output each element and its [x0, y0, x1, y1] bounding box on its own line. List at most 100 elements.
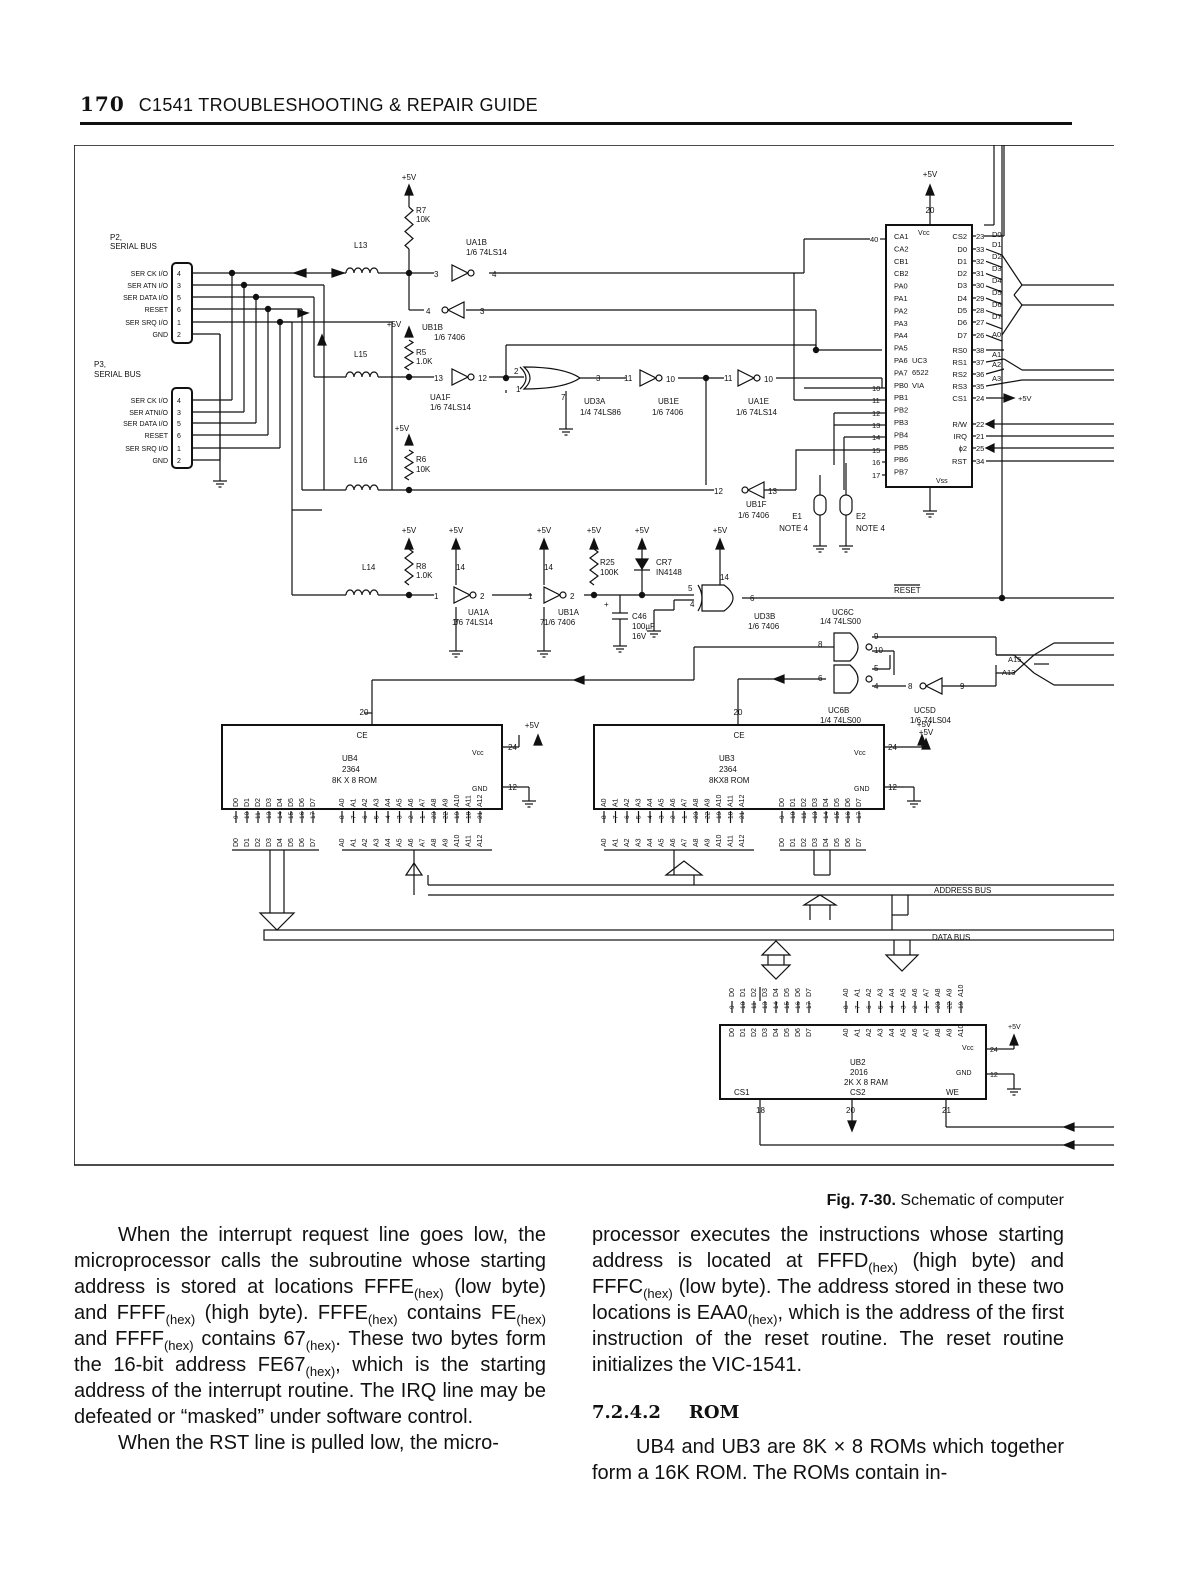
uc3-via: VIA — [912, 381, 924, 390]
uc3-pin-name: ϕ2 — [959, 444, 967, 453]
uc3-pin-number: 22 — [976, 420, 984, 429]
ub2-data-pin-name: D6 — [795, 988, 802, 997]
l16-label: L16 — [354, 456, 368, 465]
inverter-bubble — [655, 374, 663, 382]
vcc-label: Vcc — [918, 230, 930, 237]
pin-label: 14 — [720, 573, 729, 582]
p2-label: P2, — [110, 233, 122, 242]
uc3-pin-number: 33 — [976, 245, 984, 254]
ub2-addr-bus-tap: A9 — [947, 1028, 954, 1037]
l13-label: L13 — [354, 241, 368, 250]
ub4-addr-pin-name: A5 — [397, 798, 404, 807]
pin-label: 1 — [516, 385, 521, 394]
ub3-data-bus-tap: D1 — [790, 838, 797, 847]
ub4-addr-pin-number: 2 — [408, 815, 415, 819]
p3-pin-name: SER CK I/O — [131, 398, 169, 405]
bus-signal-label: A0 — [992, 330, 1001, 339]
ub3-addr-pin-name: A6 — [670, 798, 677, 807]
arrow-right — [297, 309, 310, 318]
junction-dot — [998, 594, 1006, 602]
uc3-pin-name: RS0 — [952, 346, 967, 355]
rom-part-label: 2364 — [342, 765, 360, 774]
ub3-addr-pin-name: A2 — [624, 798, 631, 807]
ub4-addr-pin-number: 4 — [385, 815, 392, 819]
inductor-symbol — [345, 267, 379, 274]
bus-signal-label: D6 — [992, 300, 1002, 309]
ub2-data-pin-name: D3 — [762, 988, 769, 997]
ub3-addr-pin-name: A4 — [647, 798, 654, 807]
ua1b-type: 1/6 74LS14 — [466, 248, 507, 257]
ub3-addr-bus-tap: A3 — [636, 838, 643, 847]
ub2-data-pin-name: D2 — [751, 988, 758, 997]
ub2-data-pin-name: D7 — [806, 988, 813, 997]
ub2-addr-bus-tap: A4 — [889, 1028, 896, 1037]
uc3-pin-name: PB3 — [894, 418, 908, 427]
pin-label: 4 — [492, 270, 497, 279]
ub4-data-pin-number: 15 — [288, 811, 295, 819]
ub3-addr-bus-tap: A11 — [728, 835, 735, 847]
uc3-pin-number: 12 — [872, 409, 880, 418]
supply-arrow — [533, 733, 543, 746]
pin-label: 20 — [734, 708, 743, 717]
inverter-bubble — [441, 306, 449, 314]
ub4-addr-bus-tap: A6 — [408, 838, 415, 847]
pin-label: 12 — [990, 1072, 998, 1079]
ub2-addr-bus-tap: A5 — [901, 1028, 908, 1037]
pin-label: 11 — [624, 374, 633, 383]
uc3-pin-number: 23 — [976, 232, 984, 241]
bus-arrow — [258, 912, 296, 931]
ub3-addr-bus-tap: A8 — [693, 838, 700, 847]
r6-label: R6 — [416, 455, 427, 464]
inverter-bubble — [919, 682, 927, 690]
ua1e-inverter — [737, 369, 756, 387]
ub4-addr-pin-number: 6 — [362, 815, 369, 819]
address-bus-label: ADDRESS BUS — [934, 886, 991, 895]
ub2-data-bus-tap: D5 — [784, 1028, 791, 1037]
ub4-addr-pin-name: A8 — [431, 798, 438, 807]
ub3-addr-bus-tap: A5 — [659, 838, 666, 847]
ub2-addr-pin-name: A1 — [855, 988, 862, 997]
p3-pin-name: SER DATA I/O — [123, 421, 168, 428]
uc3-pin-number: 34 — [976, 457, 984, 466]
we-label: WE — [946, 1088, 959, 1097]
ub3-data-pin-number: 11 — [801, 812, 808, 819]
ub4-addr-bus-tap: A12 — [477, 834, 484, 847]
pin-label: 12 — [888, 783, 897, 792]
ub2-addr-bus-tap: A7 — [924, 1028, 931, 1037]
ub3-rom — [593, 724, 885, 810]
uc3-pin-number: 27 — [976, 318, 984, 327]
bus-arrow — [760, 940, 792, 956]
ub4-addr-pin-name: A6 — [408, 798, 415, 807]
ub3-data-pin-name: D3 — [812, 798, 819, 807]
ub1f-inverter — [746, 481, 765, 499]
uc3-pin-number: 31 — [976, 269, 984, 278]
rom-chip-label: UB4 — [342, 754, 358, 763]
junction-dot — [264, 305, 272, 313]
p2-pin-number: 1 — [177, 320, 181, 327]
pin-label: 3 — [596, 374, 601, 383]
r5-label: R5 — [416, 348, 427, 357]
uc3-pin-name: RS3 — [952, 382, 967, 391]
uc3-pin-name: PA3 — [894, 319, 908, 328]
plus5v-label: +5V — [402, 173, 417, 182]
inverter-bubble — [467, 373, 475, 381]
wire — [1033, 672, 1055, 686]
uc3-pin-number: 32 — [976, 257, 984, 266]
cs1-label: CS1 — [734, 1088, 750, 1097]
uc3-pin-name: D6 — [957, 318, 967, 327]
bus-signal-label: D2 — [992, 252, 1002, 261]
ub3-addr-pin-number: 18 — [728, 811, 735, 819]
inverter-bubble — [469, 591, 477, 599]
pin-label: 5 — [874, 664, 879, 673]
ub2-data-bus-tap: D2 — [751, 1028, 758, 1037]
p2-pin-name: SER CK I/O — [131, 271, 169, 278]
ub4-addr-pin-name: A3 — [374, 798, 381, 807]
pin-label: 10 — [666, 375, 675, 384]
bus-signal-label: D7 — [992, 312, 1002, 321]
ub4-addr-pin-name: A2 — [362, 798, 369, 807]
reset-label: RESET — [894, 586, 921, 595]
bus-signal-label: A3 — [992, 374, 1001, 383]
ub4-addr-pin-name: A10 — [454, 794, 461, 807]
